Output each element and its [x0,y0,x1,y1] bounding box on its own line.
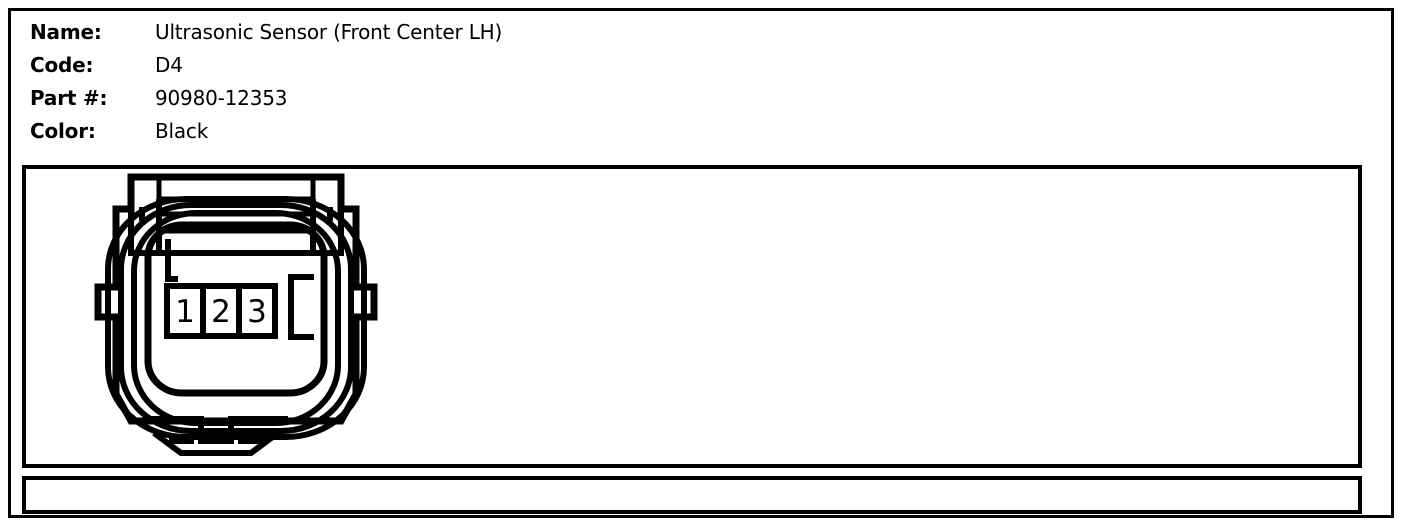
info-value-name: Ultrasonic Sensor (Front Center LH) [155,20,503,44]
pin-number-2: 2 [211,294,231,330]
info-label-color: Color: [30,119,96,143]
info-value-color: Black [155,119,209,143]
connector-face-svg: 1 2 3 [94,173,378,456]
info-value-part-number: 90980-12353 [155,86,288,110]
pin-cavity-2: 2 [200,283,242,339]
connector-drawing: 1 2 3 [26,169,406,464]
connector-info-block: Name: Ultrasonic Sensor (Front Center LH… [30,16,1130,148]
pin-cavity-row: 1 2 3 [164,283,278,339]
pin-number-3: 3 [247,294,267,330]
info-label-part-number: Part #: [30,86,108,110]
footer-bar [22,476,1362,514]
info-label-name: Name: [30,20,102,44]
right-keying-slot-icon [288,274,314,340]
pin-cavity-3: 3 [236,283,278,339]
info-row-name: Name: Ultrasonic Sensor (Front Center LH… [30,16,1130,49]
connector-diagram-panel: 1 2 3 [22,165,1362,468]
bottom-keying-notch-icon [146,416,288,444]
connector-base-foot-icon [152,430,280,456]
pin-cavity-1: 1 [164,283,206,339]
info-row-code: Code: D4 [30,49,1130,82]
left-alignment-notch-icon [165,239,178,282]
info-row-part-number: Part #: 90980-12353 [30,82,1130,115]
connector-shell-bands-icon [105,196,367,440]
info-label-code: Code: [30,53,94,77]
connector-outer-shell-icon [94,173,378,425]
info-value-code: D4 [155,53,183,77]
info-row-color: Color: Black [30,115,1130,148]
connector-inner-housing-icon [144,221,328,397]
pin-number-1: 1 [175,294,195,330]
